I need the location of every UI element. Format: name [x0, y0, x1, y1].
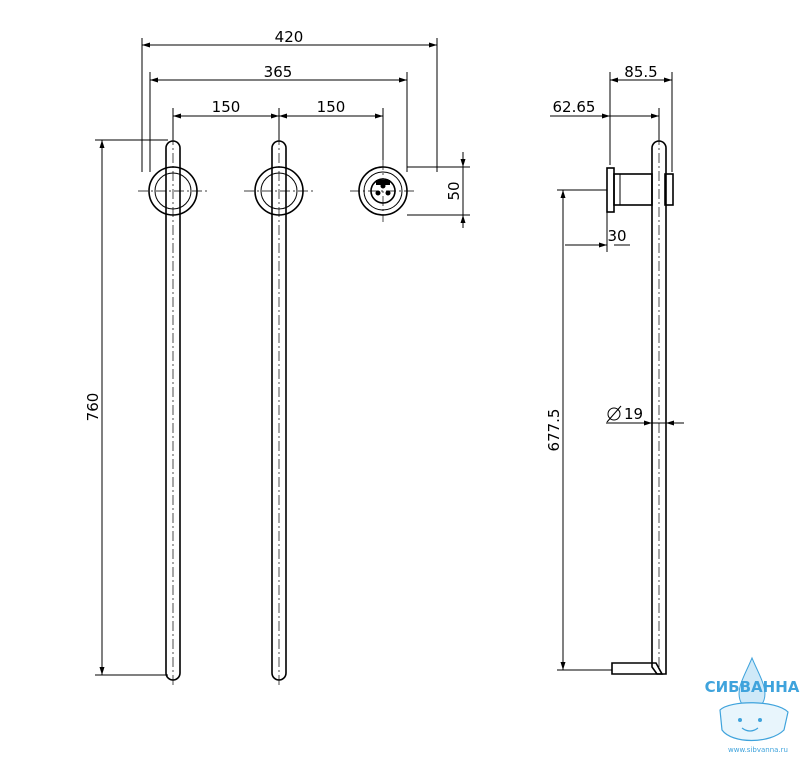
dim-bar-spacing: 150 150	[172, 98, 384, 160]
dim-mount-width-label: 365	[264, 63, 293, 81]
towel-bar-2	[244, 135, 316, 688]
dim-flange-height-label: 50	[445, 181, 463, 200]
logo-name: СИБВАННА	[705, 678, 800, 696]
dim-flange-height: 50	[407, 152, 470, 228]
dim-mount-width: 365	[149, 63, 408, 172]
dim-overall-width-label: 420	[275, 28, 304, 46]
side-view: 85.5 62.65 30 677.5	[545, 63, 684, 675]
dim-side-depth: 85.5	[609, 63, 673, 172]
dim-side-offset-label: 62.65	[553, 98, 596, 116]
dim-overall-width: 420	[141, 28, 438, 172]
dim-tube-diameter: 19	[606, 405, 684, 426]
dim-side-depth-label: 85.5	[624, 63, 657, 81]
dim-flange-depth: 30	[565, 212, 630, 252]
logo-url: www.sibvanna.ru	[728, 746, 788, 754]
front-view: 420 365 150 150	[84, 28, 470, 688]
dim-tube-diameter-label: 19	[624, 405, 643, 423]
dim-bar-drop-label: 677.5	[545, 409, 563, 452]
dim-overall-height-label: 760	[84, 393, 102, 422]
dim-flange-depth-label: 30	[607, 227, 626, 245]
sibvanna-logo: СИБВАННА www.sibvanna.ru	[705, 656, 800, 754]
dim-spacing-left-label: 150	[212, 98, 241, 116]
dim-spacing-right-label: 150	[317, 98, 346, 116]
dim-overall-height: 760	[84, 139, 168, 676]
towel-bar-1	[138, 135, 210, 688]
dim-bar-drop: 677.5	[545, 190, 612, 671]
wall-flange-front	[350, 160, 416, 222]
wall-flange-side	[557, 167, 674, 213]
dim-side-offset: 62.65	[550, 98, 660, 140]
